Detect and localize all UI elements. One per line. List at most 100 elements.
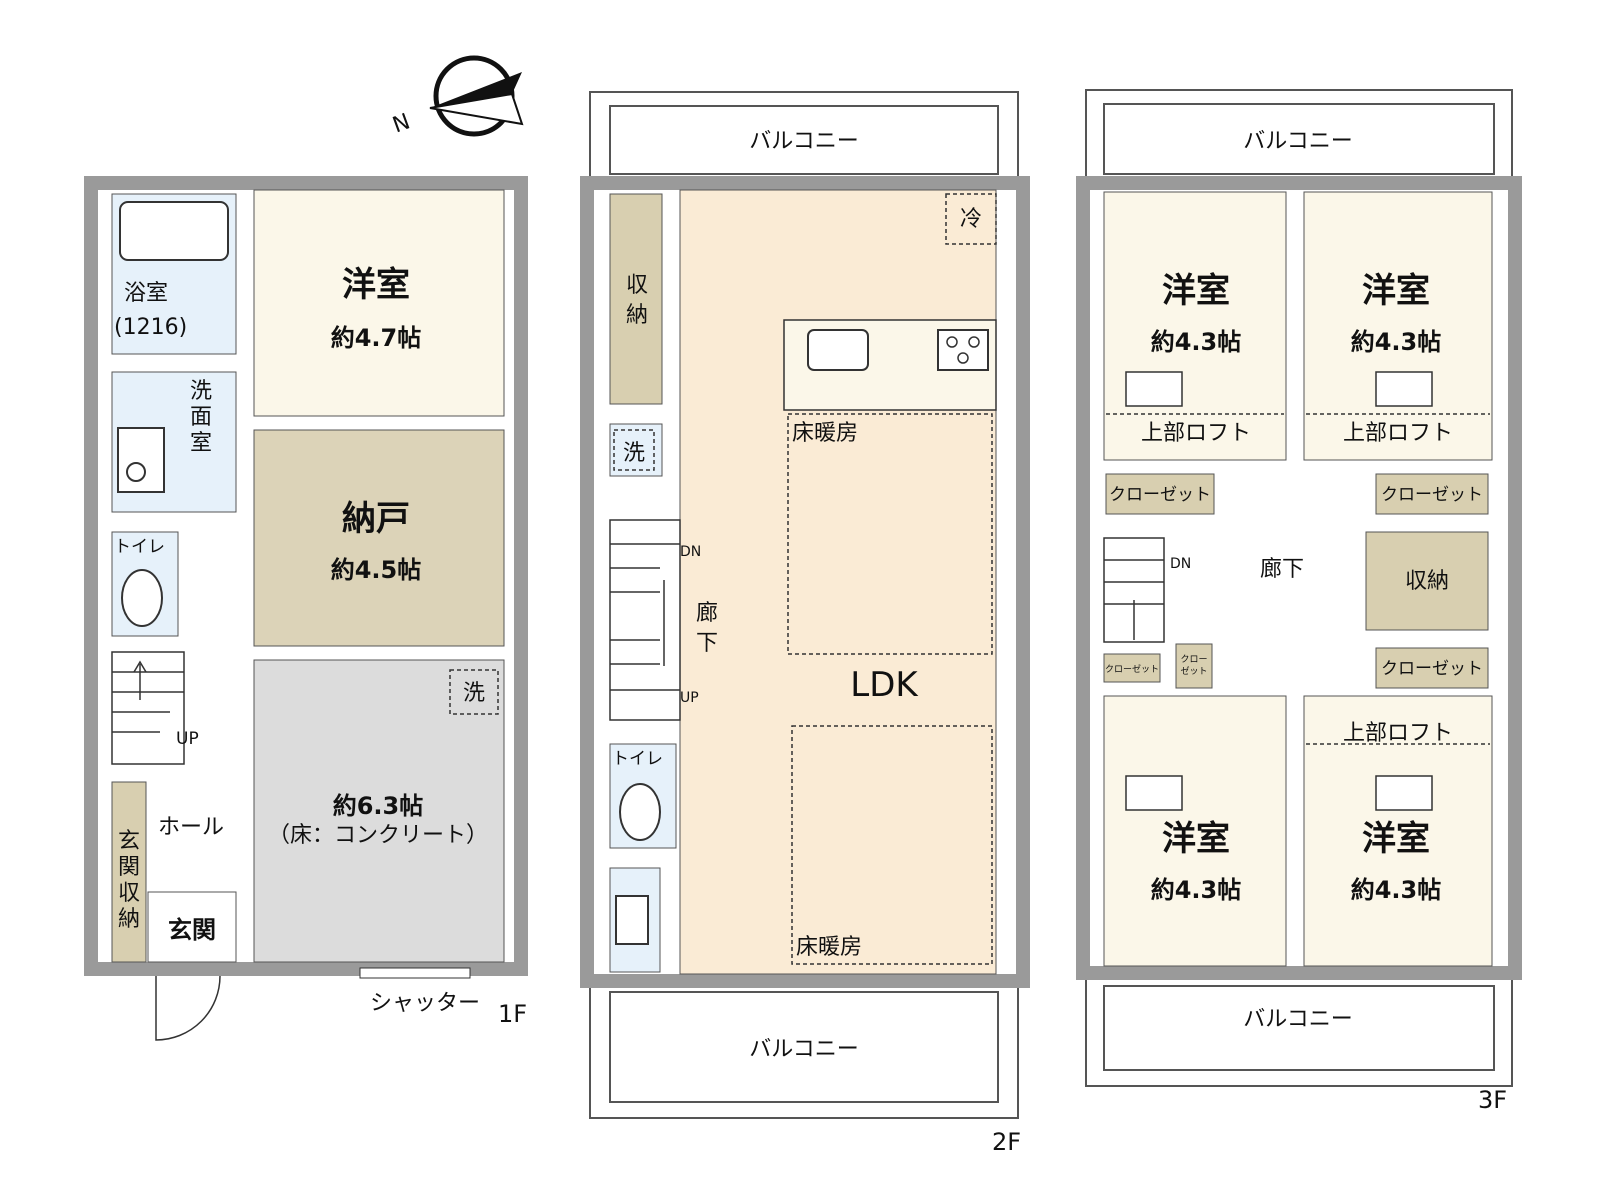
floor3-room-3-label: 洋室	[1162, 819, 1230, 859]
floor2-washer-space	[613, 429, 655, 471]
floor3-corridor-label: 廊下	[1260, 557, 1304, 582]
floor1-washer-label: 洗	[463, 681, 485, 706]
loft-ladder-icon	[1375, 371, 1433, 407]
washroom-label-2: 面	[190, 405, 212, 430]
floor3-room-3-size: 約4.3帖	[1151, 876, 1242, 904]
floor2-stairs	[609, 519, 681, 721]
floor3-loft-label-1: 上部ロフト	[1141, 421, 1251, 446]
washroom-label-3: 室	[190, 431, 212, 456]
floor1-hall-label: ホール	[158, 815, 224, 840]
floor1-garage	[253, 659, 505, 963]
fridge-space	[945, 193, 997, 245]
loft-ladder-icon	[1375, 775, 1433, 811]
floor3-room-1	[1103, 191, 1287, 461]
floor3-closet-tiny-label-1: クロー	[1180, 654, 1207, 665]
floor1-storage-room-size: 約4.5帖	[331, 556, 422, 584]
loft-ladder-icon	[1125, 371, 1183, 407]
entrance-door-icon	[155, 975, 221, 1041]
stove-icon	[937, 329, 989, 371]
floor3-closet-small	[1103, 653, 1161, 683]
floor3-loft-label-2: 上部ロフト	[1343, 421, 1453, 446]
washroom-label-1: 洗	[190, 379, 212, 404]
floor3-stairs	[1103, 537, 1165, 643]
floor3-storage	[1365, 531, 1489, 631]
floor2-toilet-icon	[619, 783, 661, 841]
compass-north-label: N	[390, 109, 414, 138]
floor3-closet-label-2: クローゼット	[1381, 485, 1483, 505]
floor1-entrance-label: 玄関	[168, 916, 216, 944]
floor3-room-4-label: 洋室	[1362, 819, 1430, 859]
floor1-garage-size: 約6.3帖	[333, 792, 424, 820]
sink-icon	[807, 329, 869, 371]
floor3-storage-label: 収納	[1405, 569, 1449, 594]
washbasin-icon	[117, 427, 165, 493]
floor1-washer-space	[449, 669, 499, 715]
fridge-label: 冷	[960, 207, 982, 232]
floor3-room-4-size: 約4.3帖	[1351, 876, 1442, 904]
floor3-label: 3F	[1478, 1086, 1507, 1114]
floor1-storage-room-label: 納戸	[342, 499, 410, 539]
floor2-washer-label: 洗	[623, 441, 645, 466]
toilet-icon	[121, 569, 163, 627]
floor3-closet-small-label: クローゼット	[1105, 663, 1159, 675]
floor3-closet-tiny	[1175, 643, 1213, 689]
floor2-storage	[609, 193, 663, 405]
bathtub-icon	[119, 201, 229, 261]
floor3-closet-label-3: クローゼット	[1381, 659, 1483, 679]
floor-1: 浴室 (1216) 洗 面 室 トイレ 洋室 約4.7帖 納戸 約4.5帖 洗 …	[84, 176, 528, 1041]
floor2-label: 2F	[992, 1128, 1021, 1156]
floor2-toilet-label: トイレ	[612, 749, 663, 769]
floor-2: バルコニー バルコニー 冷 床暖房 床暖房 LDK 収 納 洗	[580, 91, 1030, 1156]
entrance-storage-label-1: 玄	[118, 829, 140, 854]
floor3-room-2-label: 洋室	[1362, 271, 1430, 311]
floor3-room-1-label: 洋室	[1162, 271, 1230, 311]
floor3-room-4	[1303, 695, 1493, 967]
loft-ladder-icon	[1125, 775, 1183, 811]
floor2-balcony-top-label: バルコニー	[749, 129, 859, 154]
floor3-room-1-size: 約4.3帖	[1151, 328, 1242, 356]
floor3-balcony-bottom	[1103, 985, 1495, 1071]
floor-3: バルコニー バルコニー 洋室 約4.3帖 洋室 約4.3帖 洋室 約4.3帖 洋…	[1076, 89, 1522, 1114]
floor3-closet-2	[1375, 473, 1489, 515]
floor3-balcony-top-label: バルコニー	[1243, 129, 1353, 154]
floor3-room-3	[1103, 695, 1287, 967]
floor1-stairs	[111, 651, 185, 765]
floor3-closet-1	[1105, 473, 1215, 515]
floor1-western-room-label: 洋室	[342, 265, 410, 305]
floor2-balcony-bottom-label: バルコニー	[749, 1037, 859, 1062]
floor3-room-2-size: 約4.3帖	[1351, 328, 1442, 356]
floor2-stairs-dn-label: DN	[680, 544, 701, 560]
floor1-shutter-label: シャッター	[370, 991, 480, 1016]
floor2-washbasin-icon	[615, 895, 649, 945]
floor2-corridor-label-1: 廊	[696, 601, 718, 626]
entrance-storage-label-3: 収	[118, 881, 140, 906]
entrance-storage-label-2: 関	[118, 855, 140, 880]
floor2-stairs-up-label: UP	[680, 690, 699, 706]
entrance-storage-label-4: 納	[118, 907, 140, 932]
floor3-balcony-top	[1103, 103, 1495, 175]
floor1-storage-room	[253, 429, 505, 647]
floor2-storage-label-2: 納	[626, 303, 648, 328]
floor1-western-room-size: 約4.7帖	[331, 324, 422, 352]
floor1-entrance-storage	[111, 781, 147, 963]
floor3-stairs-dn-label: DN	[1170, 556, 1191, 572]
floor-heating-label-2: 床暖房	[796, 935, 862, 960]
floor3-balcony-bottom-label: バルコニー	[1243, 1007, 1353, 1032]
floor1-bath-size: (1216)	[114, 315, 187, 340]
floor2-balcony-top	[609, 105, 999, 175]
floor1-garage-note: （床：コンクリート）	[268, 823, 488, 848]
floor2-storage-label-1: 収	[626, 273, 648, 298]
floor2-balcony-bottom	[609, 991, 999, 1103]
floor1-toilet-label: トイレ	[114, 537, 165, 557]
floor2-corridor-label-2: 下	[696, 631, 718, 656]
floor1-western-room	[253, 189, 505, 417]
floor1-label: 1F	[498, 1000, 527, 1028]
floor1-stairs-up-label: UP	[176, 729, 199, 749]
floor3-closet-tiny-label-2: ゼット	[1180, 665, 1207, 677]
floor2-ldk	[679, 189, 997, 975]
floor1-entrance	[147, 891, 237, 963]
floor3-closet-3	[1375, 647, 1489, 689]
compass-icon: N	[390, 55, 524, 138]
floor-heating-label-1: 床暖房	[792, 421, 858, 446]
